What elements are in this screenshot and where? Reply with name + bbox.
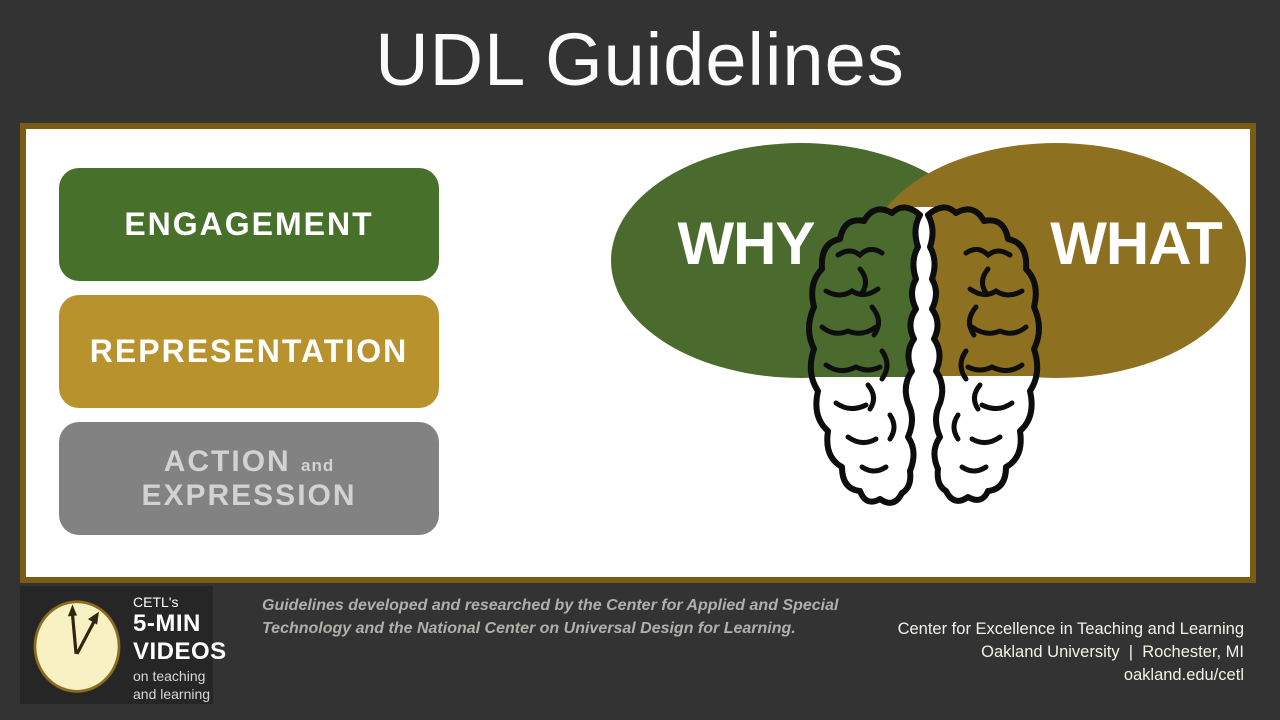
page-title: UDL Guidelines: [375, 18, 905, 101]
brain-illustration: [806, 204, 1042, 506]
what-label: WHAT: [1050, 210, 1223, 277]
footer: CETL's 5-MIN VIDEOS on teaching and lear…: [0, 583, 1280, 720]
why-label: WHY: [677, 210, 816, 277]
brain-gyri: [819, 247, 1029, 474]
credit-line-1: Guidelines developed and researched by t…: [262, 597, 839, 614]
pillar-action-line2: EXPRESSION: [141, 478, 357, 512]
content-panel: ENGAGEMENT REPRESENTATION ACTION and EXP…: [20, 123, 1256, 583]
pillar-engagement: ENGAGEMENT: [59, 168, 439, 281]
pillar-action-conjunction: and: [301, 455, 335, 475]
pillar-action-expression: ACTION and EXPRESSION: [59, 422, 439, 535]
cetl-logo: CETL's 5-MIN VIDEOS on teaching and lear…: [20, 586, 226, 704]
credit-line-2: Technology and the National Center on Un…: [262, 620, 796, 637]
pillar-representation-label: REPRESENTATION: [89, 332, 409, 369]
organization-block: Center for Excellence in Teaching and Le…: [898, 618, 1244, 687]
logo-brand: CETL's: [133, 594, 179, 610]
logo-line-5min: 5-MIN: [133, 610, 201, 637]
logo-text: CETL's 5-MIN VIDEOS on teaching and lear…: [133, 595, 227, 702]
logo-subline-1: on teaching: [133, 668, 206, 684]
org-name: Center for Excellence in Teaching and Le…: [897, 620, 1244, 638]
clock-icon: [33, 600, 121, 693]
logo-subline-2: and learning: [133, 686, 211, 703]
org-location: Oakland University | Rochester, MI: [981, 643, 1244, 661]
logo-line-videos: VIDEOS: [133, 638, 227, 665]
pillar-action-line1: ACTION and: [164, 445, 335, 479]
credit-text: Guidelines developed and researched by t…: [262, 594, 838, 640]
pillar-representation: REPRESENTATION: [59, 295, 439, 408]
pillar-engagement-label: ENGAGEMENT: [124, 205, 374, 242]
pillar-action-word: ACTION: [163, 444, 291, 478]
org-url: oakland.edu/cetl: [1123, 666, 1244, 684]
